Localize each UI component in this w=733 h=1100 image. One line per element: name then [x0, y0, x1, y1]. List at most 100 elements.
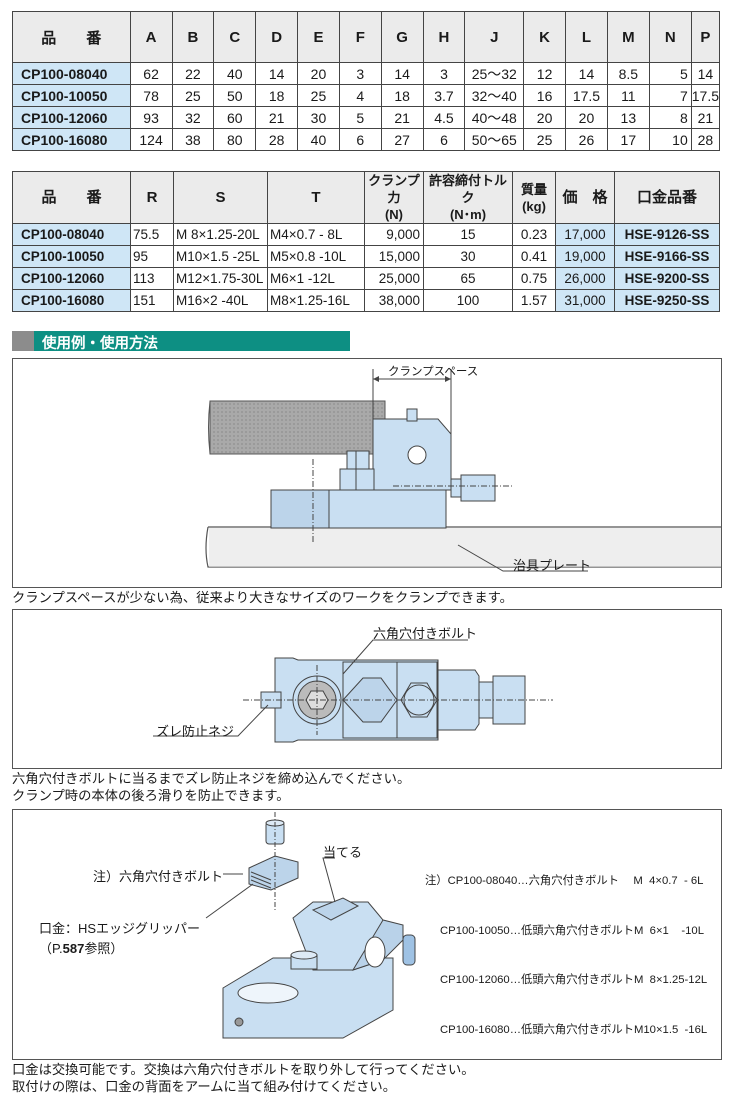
table-cell: 11 [606, 84, 650, 107]
caption-anti-slip: 六角穴付きボルトに当るまでズレ防止ネジを締め込んでください。 クランプ時の本体の… [12, 770, 410, 804]
caption-line: 六角穴付きボルトに当るまでズレ防止ネジを締め込んでください。 [12, 771, 411, 786]
part-number-cell: CP100-12060 [12, 267, 131, 290]
table-cell: 14 [380, 62, 424, 85]
col-header-r: R [130, 171, 174, 224]
col-header: G [380, 11, 424, 63]
table-cell: 32～40 [464, 84, 525, 107]
header-line: クランプ力 [368, 173, 420, 205]
table-cell: 62 [129, 62, 173, 85]
caption-jaw: 口金は交換可能です。交換は六角穴付きボルトを取り外して行ってください。 取付けの… [12, 1061, 475, 1095]
table-cell: 5 [338, 106, 382, 129]
label-jig-plate: 治具プレート [513, 558, 592, 573]
ref-page-number: 587 [62, 941, 85, 956]
clamp-space-drawing [205, 369, 721, 572]
table-cell: 22 [171, 62, 215, 85]
table-cell: 38 [171, 128, 215, 151]
caption-line: クランプ時の本体の後ろ滑りを防止できます。 [12, 788, 290, 803]
table-header-row: 品 番 A B C D E F G H J K L M N P [12, 11, 721, 63]
table-cell: 26,000 [555, 267, 615, 290]
table-cell: 17.5 [565, 84, 608, 107]
table-cell: 18 [255, 84, 299, 107]
label-hex-socket-bolt: 六角穴付きボルト [373, 626, 478, 641]
table-cell: 4.5 [422, 106, 466, 129]
col-header: N [648, 11, 692, 63]
col-header: 品 番 [12, 11, 131, 63]
table-cell: 32 [171, 106, 215, 129]
jaw-number-cell: HSE-9200-SS [614, 267, 720, 290]
table-cell: 0.41 [512, 245, 556, 268]
table-cell: 28 [255, 128, 299, 151]
label-note-bolt: 注）六角穴付きボルト [93, 869, 224, 884]
table-cell: 15 [423, 223, 513, 246]
part-number-cell: CP100-08040 [12, 223, 131, 246]
jaw-number-cell: HSE-9166-SS [614, 245, 720, 268]
table-cell: 25 [171, 84, 215, 107]
table-cell: 25 [297, 84, 340, 107]
col-header: P [690, 11, 721, 63]
table-cell: 20 [565, 106, 608, 129]
table-cell: 3.7 [422, 84, 466, 107]
table-cell: 27 [380, 128, 424, 151]
spec-table: 品 番 R S T クランプ力 (N) 許容締付トルク (N･m) 質量 (kg… [12, 171, 720, 312]
ref-suffix: 参照） [84, 941, 124, 956]
table-cell: 21 [255, 106, 299, 129]
table-header-row: 品 番 R S T クランプ力 (N) 許容締付トルク (N･m) 質量 (kg… [12, 171, 720, 224]
section-header: 使用例・使用方法 [12, 331, 350, 352]
col-header-part-number: 品 番 [12, 171, 131, 224]
table-cell: 93 [129, 106, 173, 129]
table-cell: M5×0.8 -10L [267, 245, 365, 268]
table-cell: 151 [130, 289, 174, 312]
table-cell: 0.23 [512, 223, 556, 246]
col-header-t: T [267, 171, 365, 224]
table-cell: 18 [380, 84, 424, 107]
col-header-mass: 質量 (kg) [512, 171, 556, 224]
label-page-ref: （P.587参照） [39, 938, 123, 957]
table-cell: 28 [690, 128, 721, 151]
header-line: 許容締付トルク [428, 173, 507, 205]
table-cell: 10 [648, 128, 692, 151]
figure-jaw-replacement: 注）六角穴付きボルト 当てる 口金：HSエッジグリッパー （P.587参照） 注… [12, 809, 722, 1060]
table-cell: 80 [213, 128, 257, 151]
table-cell: 30 [423, 245, 513, 268]
table-cell: 30 [297, 106, 340, 129]
label-jaw: 口金：HSエッジグリッパー [39, 921, 201, 936]
table-cell: 60 [213, 106, 257, 129]
table-cell: 15,000 [364, 245, 424, 268]
table-cell: 3 [422, 62, 466, 85]
table-cell: 50～65 [464, 128, 525, 151]
table-cell: 19,000 [555, 245, 615, 268]
note-line: 注）CP100-08040…六角穴付きボルト M 4×0.7 - 6L [425, 875, 704, 887]
table-cell: 124 [129, 128, 173, 151]
label-anti-slip-screw: ズレ防止ネジ [156, 724, 235, 739]
table-cell: 20 [297, 62, 340, 85]
part-number-cell: CP100-12060 [12, 106, 131, 129]
bolt-notes: 注）CP100-08040…六角穴付きボルト M 4×0.7 - 6L CP10… [425, 840, 707, 1071]
part-number-cell: CP100-16080 [12, 289, 131, 312]
table-cell: 13 [606, 106, 650, 129]
note-line: CP100-16080…低頭六角穴付きボルトM10×1.5 -16L [440, 1023, 708, 1036]
label-contact: 当てる [323, 845, 363, 860]
col-header-torque: 許容締付トルク (N･m) [423, 171, 513, 224]
table-cell: 31,000 [555, 289, 615, 312]
table-cell: 95 [130, 245, 174, 268]
table-cell: 21 [690, 106, 721, 129]
label-clamp-space: クランプスペース [388, 366, 479, 378]
caption-line: 取付けの際は、口金の背面をアームに当て組み付けてください。 [12, 1079, 397, 1094]
table-cell: 40 [213, 62, 257, 85]
table-cell: 6 [338, 128, 382, 151]
table-cell: M12×1.75-30L [173, 267, 268, 290]
table-cell: 38,000 [364, 289, 424, 312]
table-cell: 12 [523, 62, 566, 85]
table-cell: 5 [648, 62, 692, 85]
col-header: B [171, 11, 215, 63]
table-cell: M 8×1.25-20L [173, 223, 268, 246]
table-cell: 78 [129, 84, 173, 107]
table-cell: 8.5 [606, 62, 650, 85]
